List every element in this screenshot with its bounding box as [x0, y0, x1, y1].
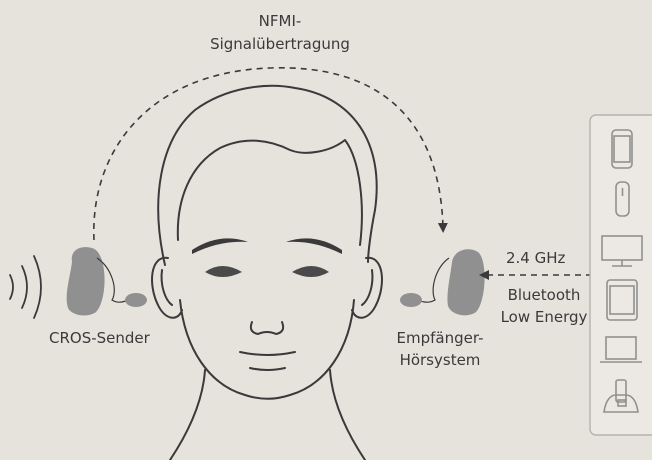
jawline — [180, 300, 354, 399]
neck-left — [170, 370, 205, 460]
eyebrows — [192, 238, 342, 254]
mouth — [240, 352, 295, 355]
person-head-illustration — [152, 86, 382, 460]
nose — [251, 322, 283, 334]
right-ear — [352, 258, 382, 318]
receiver-label-line1: Empfänger- — [385, 329, 495, 348]
nfmi-signal-arc — [94, 68, 443, 240]
cros-sender-device — [67, 247, 147, 315]
left-ear — [152, 258, 182, 318]
eyes — [205, 266, 329, 277]
receiver-label-line2: Hörsystem — [385, 351, 495, 370]
receiver-hearing-aid-device — [400, 249, 485, 315]
sound-waves-icon — [10, 256, 41, 318]
neck-right — [330, 370, 365, 460]
bluetooth-label: Bluetooth Low Energy — [498, 286, 590, 327]
nfmi-label: NFMI- Signalübertragung — [180, 12, 380, 54]
receiver-label: Empfänger- Hörsystem — [385, 329, 495, 370]
bluetooth-label-line2: Low Energy — [498, 308, 590, 327]
bluetooth-label-line1: Bluetooth — [498, 286, 590, 305]
hairline — [178, 140, 362, 245]
nfmi-label-line2: Signalübertragung — [180, 35, 380, 54]
device-panel — [590, 115, 652, 435]
cros-sender-label: CROS-Sender — [49, 329, 150, 348]
frequency-label: 2.4 GHz — [506, 249, 565, 268]
nfmi-label-line1: NFMI- — [180, 12, 380, 31]
